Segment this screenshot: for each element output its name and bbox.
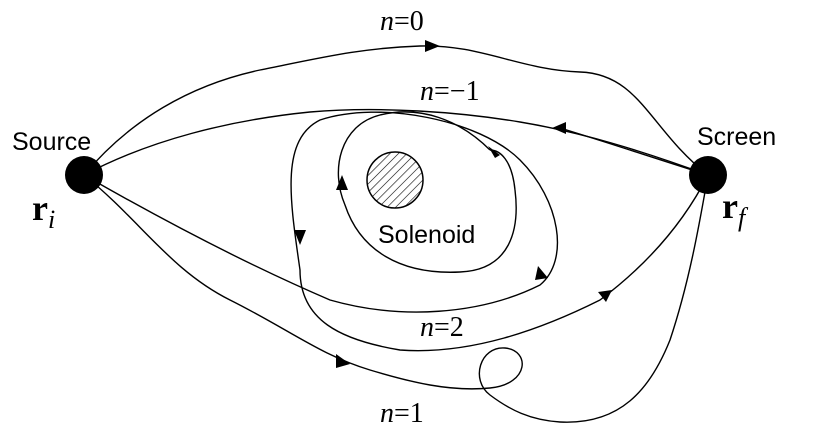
screen-vector: rf xyxy=(722,186,749,232)
arrow-nm1-a xyxy=(488,146,500,158)
source-dot xyxy=(65,156,103,194)
path-n2 xyxy=(83,111,709,352)
solenoid-core xyxy=(366,151,424,209)
label-n0: n=0 xyxy=(380,6,424,37)
source-vector: ri xyxy=(32,188,55,234)
label-n2: n=2 xyxy=(420,312,464,343)
path-n0 xyxy=(83,45,709,176)
path-n-minus-1 xyxy=(83,108,709,176)
path-n-minus-1-loop xyxy=(559,127,709,176)
label-n-minus-1: n=−1 xyxy=(420,76,480,107)
source-label: Source xyxy=(12,128,91,156)
screen-dot xyxy=(689,156,727,194)
path-n1 xyxy=(83,174,709,423)
arrow-n0 xyxy=(425,40,440,52)
arrow-nm1-b xyxy=(552,122,566,134)
arrow-n1 xyxy=(336,354,350,368)
solenoid-label: Solenoid xyxy=(378,221,475,249)
arrowheads xyxy=(294,40,612,368)
arrow-solenoid-right xyxy=(535,266,548,280)
arrow-n2 xyxy=(598,290,612,302)
arrow-solenoid-up xyxy=(336,175,348,190)
arrow-left-down xyxy=(294,230,306,245)
label-n1: n=1 xyxy=(380,398,424,429)
path-solenoid-loop xyxy=(337,111,517,273)
screen-label: Screen xyxy=(697,123,776,151)
